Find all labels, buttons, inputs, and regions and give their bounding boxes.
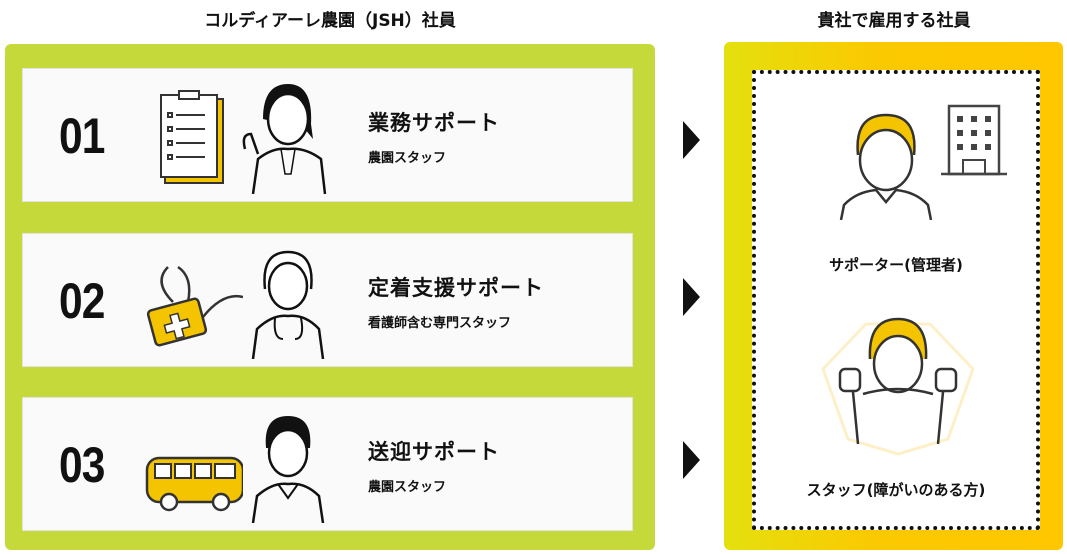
card-subtitle: 農園スタッフ xyxy=(368,151,447,166)
left-heading: コルディアーレ農園（JSH）社員 xyxy=(204,11,456,31)
client-staff-box: サポーター(管理者) スタッフ(障がいのある方) xyxy=(752,70,1040,530)
card-retention-support: 02 定着支援サポート 看護師含む専門スタッフ xyxy=(22,233,633,367)
arrow-right-icon xyxy=(683,121,700,159)
card-subtitle: 看護師含む専門スタッフ xyxy=(368,316,512,331)
card-number: 02 xyxy=(59,273,105,329)
jsh-staff-panel: 01 業務サポート 農園スタッフ 02 xyxy=(5,44,655,550)
card-title: 定着支援サポート xyxy=(368,276,544,300)
staff-woman-icon xyxy=(242,84,327,194)
clipboard-icon xyxy=(160,90,224,184)
staff-cheering-icon xyxy=(821,317,975,456)
card-subtitle: 農園スタッフ xyxy=(368,480,447,495)
supporter-icon xyxy=(839,113,933,220)
client-staff-panel: サポーター(管理者) スタッフ(障がいのある方) xyxy=(724,42,1063,550)
card-number: 01 xyxy=(59,108,105,164)
bus-icon xyxy=(145,456,243,512)
card-title: 業務サポート xyxy=(368,111,500,135)
staff-label: スタッフ(障がいのある方) xyxy=(806,481,986,499)
card-transport-support: 03 送迎サポート 農園スタッフ xyxy=(22,397,633,531)
card-business-support: 01 業務サポート 農園スタッフ xyxy=(22,68,633,202)
nurse-icon xyxy=(251,250,325,359)
building-icon xyxy=(941,104,1007,176)
card-title: 送迎サポート xyxy=(368,440,500,464)
arrow-right-icon xyxy=(683,278,700,316)
right-heading: 貴社で雇用する社員 xyxy=(817,11,971,31)
arrow-right-icon xyxy=(683,441,700,479)
medical-kit-icon xyxy=(146,265,243,347)
driver-icon xyxy=(251,416,325,523)
card-number: 03 xyxy=(59,437,105,493)
supporter-label: サポーター(管理者) xyxy=(829,256,963,274)
